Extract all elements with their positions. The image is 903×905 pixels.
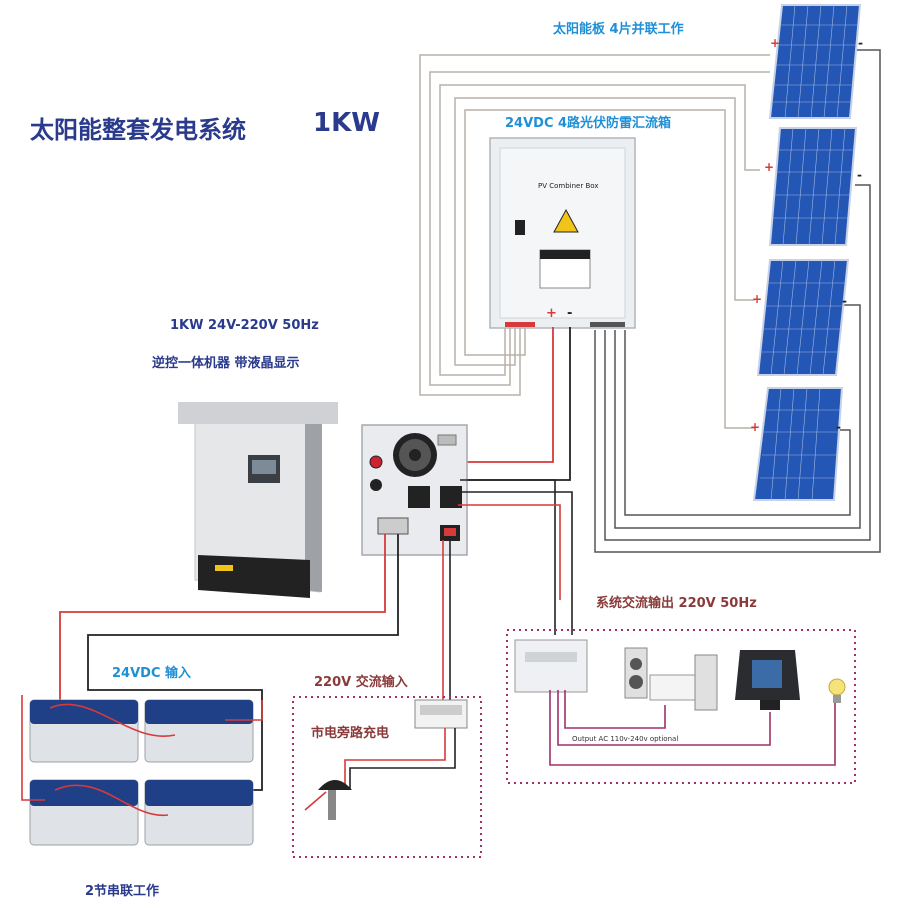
ac-input-label: 220V 交流输入 xyxy=(314,675,408,690)
solar-panel-grid xyxy=(760,4,858,501)
battery-4 xyxy=(144,779,254,846)
ac-output-note: Output AC 110v-240v optional xyxy=(572,735,679,743)
solar-panel-4 xyxy=(752,387,844,501)
bypass-breaker xyxy=(414,699,468,729)
pv-negative-wires xyxy=(594,49,881,553)
panel-minus-4: - xyxy=(836,420,841,434)
grid-wire-red xyxy=(344,728,446,785)
solar-panels-label: 太阳能板 4片并联工作 xyxy=(553,22,684,37)
ac-output-load-wires xyxy=(549,690,836,766)
battery-negative-wire xyxy=(87,534,399,791)
combiner-plus: + xyxy=(546,306,557,321)
ac-output-label: 系统交流输出 220V 50Hz xyxy=(596,596,757,611)
pv-wire-bundle xyxy=(419,54,770,429)
inverter-desc: 逆控一体机器 带液晶显示 xyxy=(152,356,300,371)
panel-minus-1: - xyxy=(858,36,863,50)
panel-plus-2: + xyxy=(764,160,775,174)
panel-plus-3: + xyxy=(752,292,763,306)
ac-output-wire-black-2 xyxy=(462,491,573,635)
ac-output-wire-black xyxy=(460,479,556,635)
battery-input-label: 24VDC 输入 xyxy=(112,666,192,681)
grid-bypass-label: 市电旁路充电 xyxy=(311,726,390,741)
solar-panel-2 xyxy=(768,127,858,246)
panel-plus-4: + xyxy=(750,420,761,434)
tv-monitor xyxy=(735,650,800,710)
battery-1 xyxy=(29,699,139,763)
combiner-box-panel-text: PV Combiner Box xyxy=(538,182,599,190)
panel-minus-3: - xyxy=(842,294,847,308)
page-title: 太阳能整套发电系统 xyxy=(30,116,246,144)
battery-3 xyxy=(29,779,139,846)
combiner-minus: - xyxy=(567,306,573,321)
grid-plug xyxy=(304,780,352,820)
battery-positive-wire xyxy=(59,534,386,700)
power-rating: 1KW xyxy=(313,108,380,138)
grid-wire-black xyxy=(349,728,456,790)
battery-series-label: 2节串联工作 xyxy=(85,884,160,899)
inverter-back-panel xyxy=(361,424,468,556)
combiner-box xyxy=(489,137,636,329)
hybrid-inverter xyxy=(178,402,338,598)
solar-panel-1 xyxy=(768,4,862,119)
panel-plus-1: + xyxy=(770,36,781,50)
light-bulb xyxy=(828,678,846,703)
battery-series-links xyxy=(21,695,263,817)
inverter-spec: 1KW 24V-220V 50Hz xyxy=(170,318,319,333)
battery-2 xyxy=(144,699,254,763)
ac-output-dotted-box xyxy=(506,629,856,784)
panel-minus-2: - xyxy=(857,168,862,182)
ac-output-wire-red xyxy=(458,504,561,600)
combiner-box-label: 24VDC 4路光伏防雷汇流箱 xyxy=(505,116,672,131)
distribution-box xyxy=(514,639,588,693)
stereo-speaker xyxy=(624,647,718,711)
